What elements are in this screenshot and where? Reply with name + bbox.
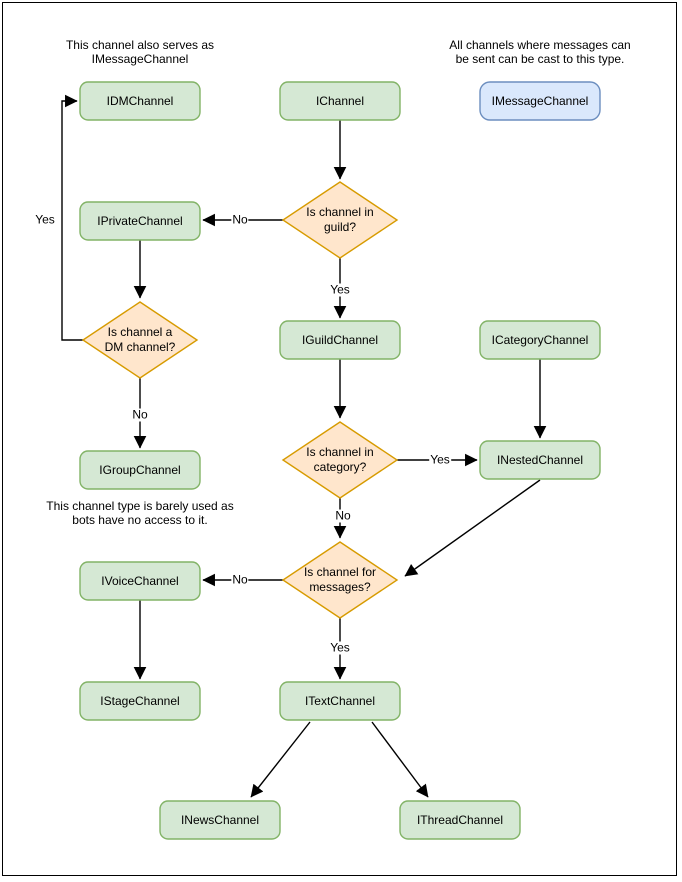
category-decision-shape: [281, 421, 399, 499]
icategory-channel-node: [479, 320, 601, 360]
imessage-channel-node: [479, 81, 601, 121]
inews-channel-node: [159, 800, 281, 840]
igroup-channel-node: [79, 450, 201, 490]
edge-itext-to-ithread: [371, 721, 429, 798]
idm-channel-node: [79, 81, 201, 121]
messages-decision-shape: [281, 541, 399, 619]
ivoice-channel-node: [79, 561, 201, 601]
ichannel-node: [279, 81, 401, 121]
edge-dm-yes-to-idm: [61, 94, 83, 341]
guild-decision-shape: [281, 181, 399, 259]
itext-channel-node: [279, 681, 401, 721]
iguild-channel-node: [279, 320, 401, 360]
inested-channel-node: [479, 440, 601, 480]
edge-inested-to-messages-decision: [404, 479, 541, 577]
istage-channel-node: [79, 681, 201, 721]
iprivate-channel-node: [79, 201, 201, 241]
edge-itext-to-inews: [250, 721, 311, 798]
dm-decision-shape: [81, 301, 199, 379]
ithread-channel-node: [399, 800, 521, 840]
